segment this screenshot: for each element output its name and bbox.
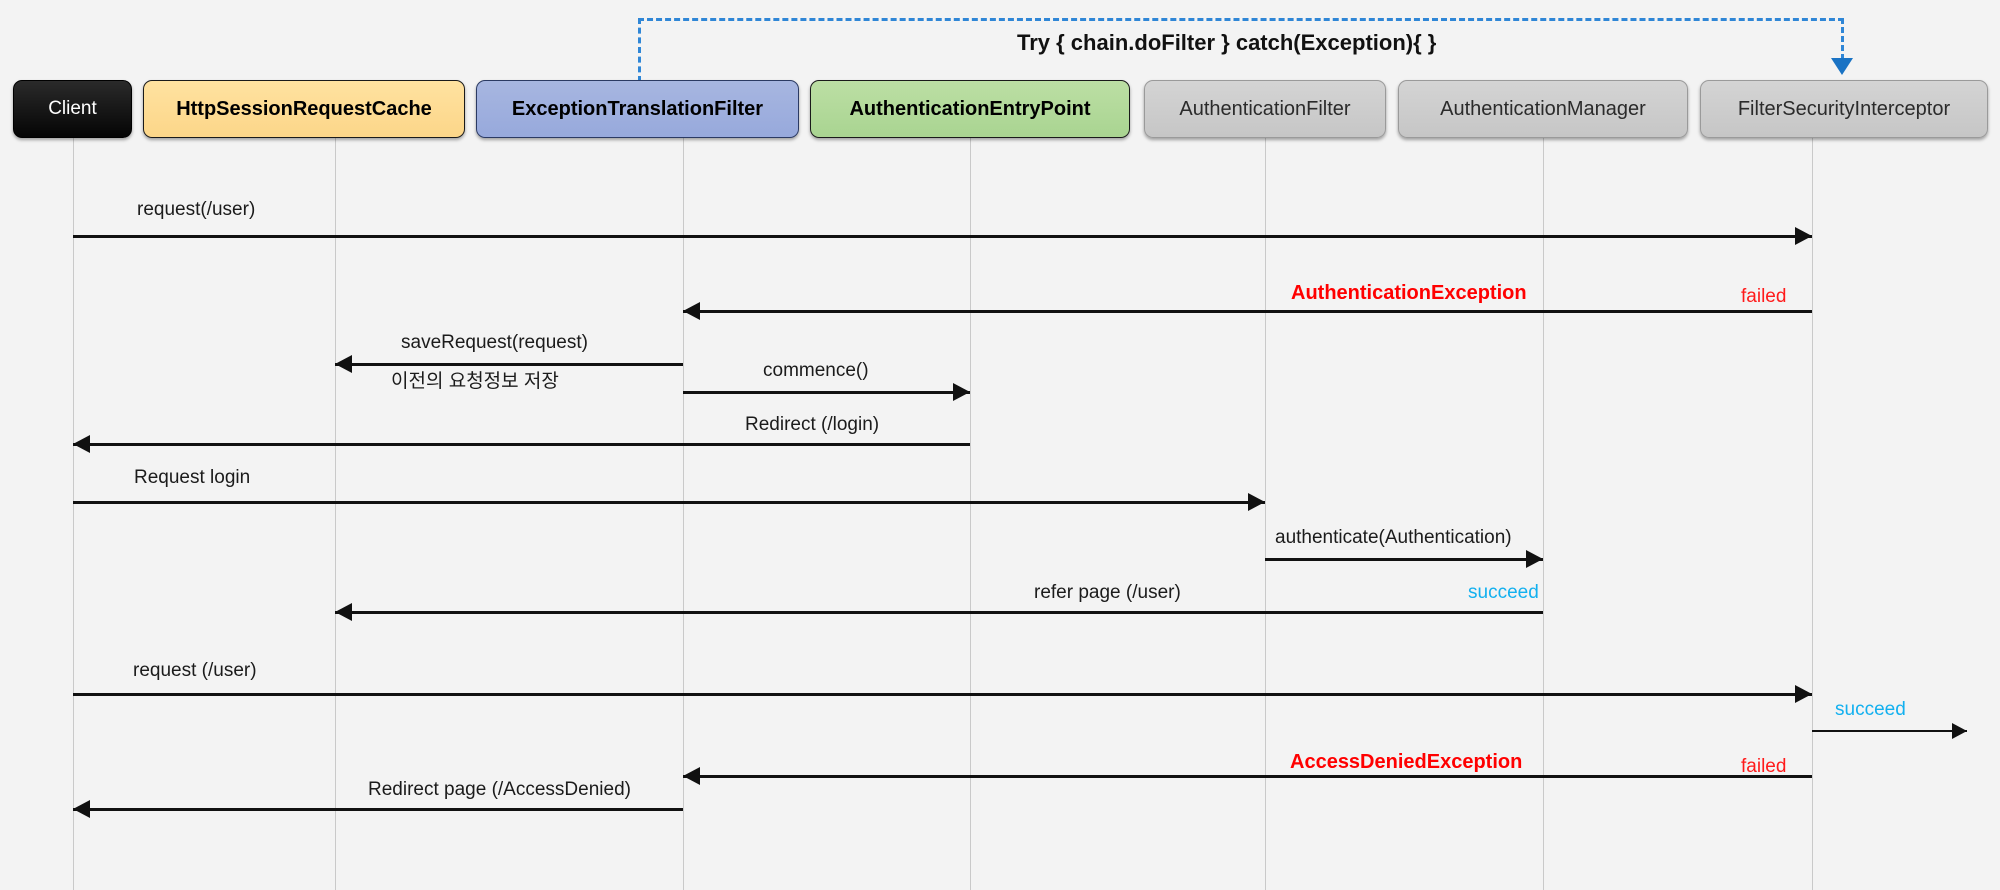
message-label-authentication-exception: AuthenticationException: [1291, 282, 1527, 304]
participant-filter-security-interceptor[interactable]: FilterSecurityInterceptor: [1700, 80, 1988, 138]
message-label-request-user-1: request(/user): [137, 199, 256, 220]
arrowhead-left-icon: [73, 800, 90, 818]
try-catch-annotation-label: Try { chain.doFilter } catch(Exception){…: [1017, 30, 1437, 55]
message-line-redirect-login: [73, 443, 970, 446]
participant-label: AuthenticationEntryPoint: [849, 97, 1091, 120]
arrowhead-left-icon: [683, 302, 700, 320]
arrowhead-right-icon: [1526, 550, 1543, 568]
annotation-dash-left: [638, 18, 641, 82]
message-line-request-login: [73, 501, 1265, 504]
message-label-filter-succeed: succeed: [1835, 699, 1906, 720]
message-line-refer-page: [335, 611, 1543, 614]
arrowhead-left-icon: [73, 435, 90, 453]
message-line-request-user-2: [73, 693, 1812, 696]
participant-authentication-entry-point[interactable]: AuthenticationEntryPoint: [810, 80, 1130, 138]
lifeline-authentication-filter: [1265, 128, 1266, 890]
lifeline-authentication-manager: [1543, 128, 1544, 890]
arrowhead-left-icon: [335, 355, 352, 373]
arrowhead-right-icon: [1795, 685, 1812, 703]
message-label-commence: commence(): [763, 360, 869, 381]
message-label-authenticate: authenticate(Authentication): [1275, 527, 1512, 548]
lifeline-authentication-entry-point: [970, 128, 971, 890]
arrowhead-left-icon: [335, 603, 352, 621]
message-label-access-denied-exception: AccessDeniedException: [1290, 751, 1523, 773]
message-label-redirect-access-denied: Redirect page (/AccessDenied): [368, 779, 631, 800]
message-line-authenticate: [1265, 558, 1543, 561]
participant-exception-translation-filter[interactable]: ExceptionTranslationFilter: [476, 80, 799, 138]
participant-http-session-request-cache[interactable]: HttpSessionRequestCache: [143, 80, 465, 138]
lifeline-http-session-request-cache: [335, 128, 336, 890]
lifeline-exception-translation-filter: [683, 128, 684, 890]
annotation-dash-right: [1841, 18, 1844, 60]
annotation-dash-top: [638, 18, 1844, 21]
message-line-redirect-access-denied: [73, 808, 683, 811]
message-label-authentication-exception-failed: failed: [1741, 286, 1787, 307]
message-label-save-request-note: 이전의 요청정보 저장: [391, 371, 559, 392]
arrowhead-left-icon: [683, 767, 700, 785]
participant-authentication-filter[interactable]: AuthenticationFilter: [1144, 80, 1386, 138]
message-line-access-denied-exception: [683, 775, 1812, 778]
participant-label: HttpSessionRequestCache: [176, 97, 432, 120]
message-line-request-user-1: [73, 235, 1812, 238]
participant-label: Client: [48, 98, 97, 119]
message-line-commence: [683, 391, 970, 394]
message-line-filter-succeed: [1812, 730, 1967, 732]
participant-label: FilterSecurityInterceptor: [1737, 97, 1951, 120]
arrowhead-right-icon: [1795, 227, 1812, 245]
participant-label: AuthenticationManager: [1440, 97, 1646, 120]
participant-label: ExceptionTranslationFilter: [511, 97, 764, 120]
message-label-authenticate-succeed: succeed: [1468, 582, 1539, 603]
message-label-redirect-login: Redirect (/login): [745, 414, 880, 435]
message-label-request-login: Request login: [134, 467, 251, 488]
message-label-request-user-2: request (/user): [133, 660, 257, 681]
arrowhead-right-icon: [953, 383, 970, 401]
message-label-refer-page: refer page (/user): [1034, 582, 1181, 603]
lifeline-client: [73, 128, 74, 890]
participant-client[interactable]: Client: [13, 80, 132, 138]
message-label-access-denied-failed: failed: [1741, 756, 1787, 777]
participant-label: AuthenticationFilter: [1179, 97, 1351, 120]
participant-authentication-manager[interactable]: AuthenticationManager: [1398, 80, 1688, 138]
message-line-authentication-exception: [683, 310, 1812, 313]
message-line-save-request: [335, 363, 683, 366]
lifeline-filter-security-interceptor: [1812, 128, 1813, 890]
message-label-save-request: saveRequest(request): [401, 332, 588, 353]
annotation-arrow-down-icon: [1831, 58, 1853, 75]
arrowhead-right-icon: [1248, 493, 1265, 511]
arrowhead-right-icon: [1952, 723, 1967, 739]
